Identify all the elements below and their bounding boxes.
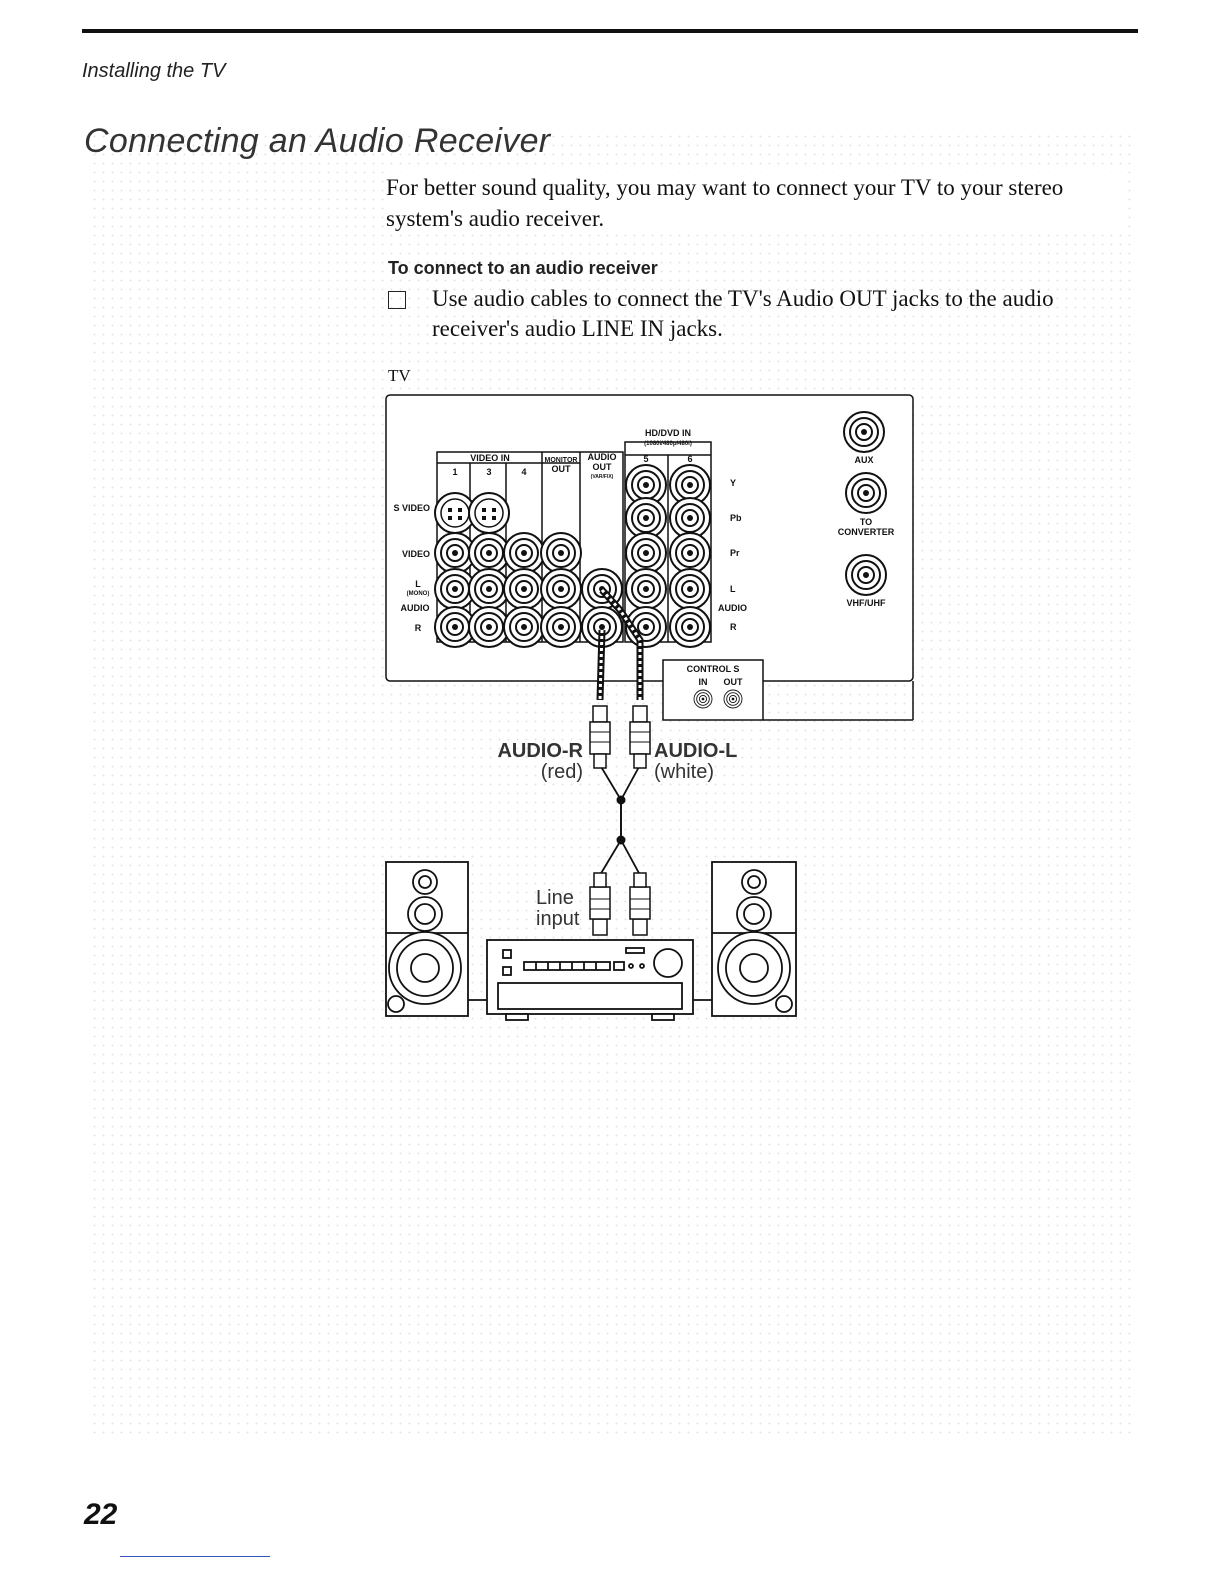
s-video-jacks bbox=[434, 492, 510, 534]
audio-out-label: OUT bbox=[593, 462, 613, 472]
left-label: L bbox=[415, 579, 421, 589]
pr-label: Pr bbox=[730, 548, 740, 558]
control-in-label: IN bbox=[699, 677, 708, 687]
audio-label: AUDIO bbox=[588, 452, 617, 462]
hd-right-label: R bbox=[730, 622, 737, 632]
var-fixed-label: (VAR/FIX) bbox=[591, 474, 614, 480]
vhf-uhf-label: VHF/UHF bbox=[847, 598, 886, 608]
right-label: R bbox=[415, 623, 422, 633]
control-out-label: OUT bbox=[724, 677, 744, 687]
aux-label: AUX bbox=[854, 455, 873, 465]
monitor-out-label: OUT bbox=[552, 464, 572, 474]
hd-left-label: L bbox=[730, 584, 736, 594]
checkbox-icon bbox=[388, 291, 406, 309]
control-s-label: CONTROL S bbox=[687, 664, 740, 674]
page-number: 22 bbox=[84, 1498, 118, 1531]
step-text: Use audio cables to connect the TV's Aud… bbox=[432, 286, 1054, 341]
page-title: Connecting an Audio Receiver bbox=[84, 122, 551, 160]
right-speaker bbox=[711, 861, 797, 1017]
input-4-label: 4 bbox=[521, 467, 526, 477]
rca-plugs bbox=[589, 705, 651, 936]
audio-cables bbox=[596, 587, 644, 876]
y-label: Y bbox=[730, 478, 736, 488]
tv-label: TV bbox=[388, 366, 411, 385]
input-label: input bbox=[536, 908, 580, 930]
s-video-label: S VIDEO bbox=[393, 503, 430, 513]
hddvd-formats-label: (1080i/480p/480i) bbox=[644, 441, 692, 447]
converter-label: CONVERTER bbox=[838, 527, 895, 537]
audio-row-label: AUDIO bbox=[401, 603, 430, 613]
audio-receiver bbox=[468, 939, 712, 1021]
procedure-step: Use audio cables to connect the TV's Aud… bbox=[388, 284, 1108, 344]
input-1-label: 1 bbox=[452, 467, 457, 477]
header-rule bbox=[82, 29, 1138, 33]
input-3-label: 3 bbox=[486, 467, 491, 477]
to-label: TO bbox=[860, 517, 872, 527]
video-in-label: VIDEO IN bbox=[470, 453, 510, 463]
line-label: Line bbox=[536, 887, 574, 909]
white-label: (white) bbox=[654, 761, 714, 783]
section-header: Installing the TV bbox=[82, 60, 226, 82]
hddvd-in-label: HD/DVD IN bbox=[645, 428, 691, 438]
hd-audio-label: AUDIO bbox=[718, 603, 747, 613]
hd6-label: 6 bbox=[687, 454, 692, 464]
left-speaker bbox=[385, 861, 469, 1017]
intro-paragraph: For better sound quality, you may want t… bbox=[386, 172, 1126, 234]
audio-r-label: AUDIO-R bbox=[497, 740, 583, 762]
pb-label: Pb bbox=[730, 513, 742, 523]
footer-rule bbox=[120, 1556, 270, 1557]
video-label: VIDEO bbox=[402, 549, 430, 559]
red-label: (red) bbox=[541, 761, 583, 783]
hd5-label: 5 bbox=[643, 454, 648, 464]
mono-label: (MONO) bbox=[407, 591, 430, 597]
monitor-label: MONITOR bbox=[545, 457, 578, 464]
audio-l-label: AUDIO-L bbox=[654, 740, 737, 762]
procedure-heading: To connect to an audio receiver bbox=[388, 258, 658, 278]
